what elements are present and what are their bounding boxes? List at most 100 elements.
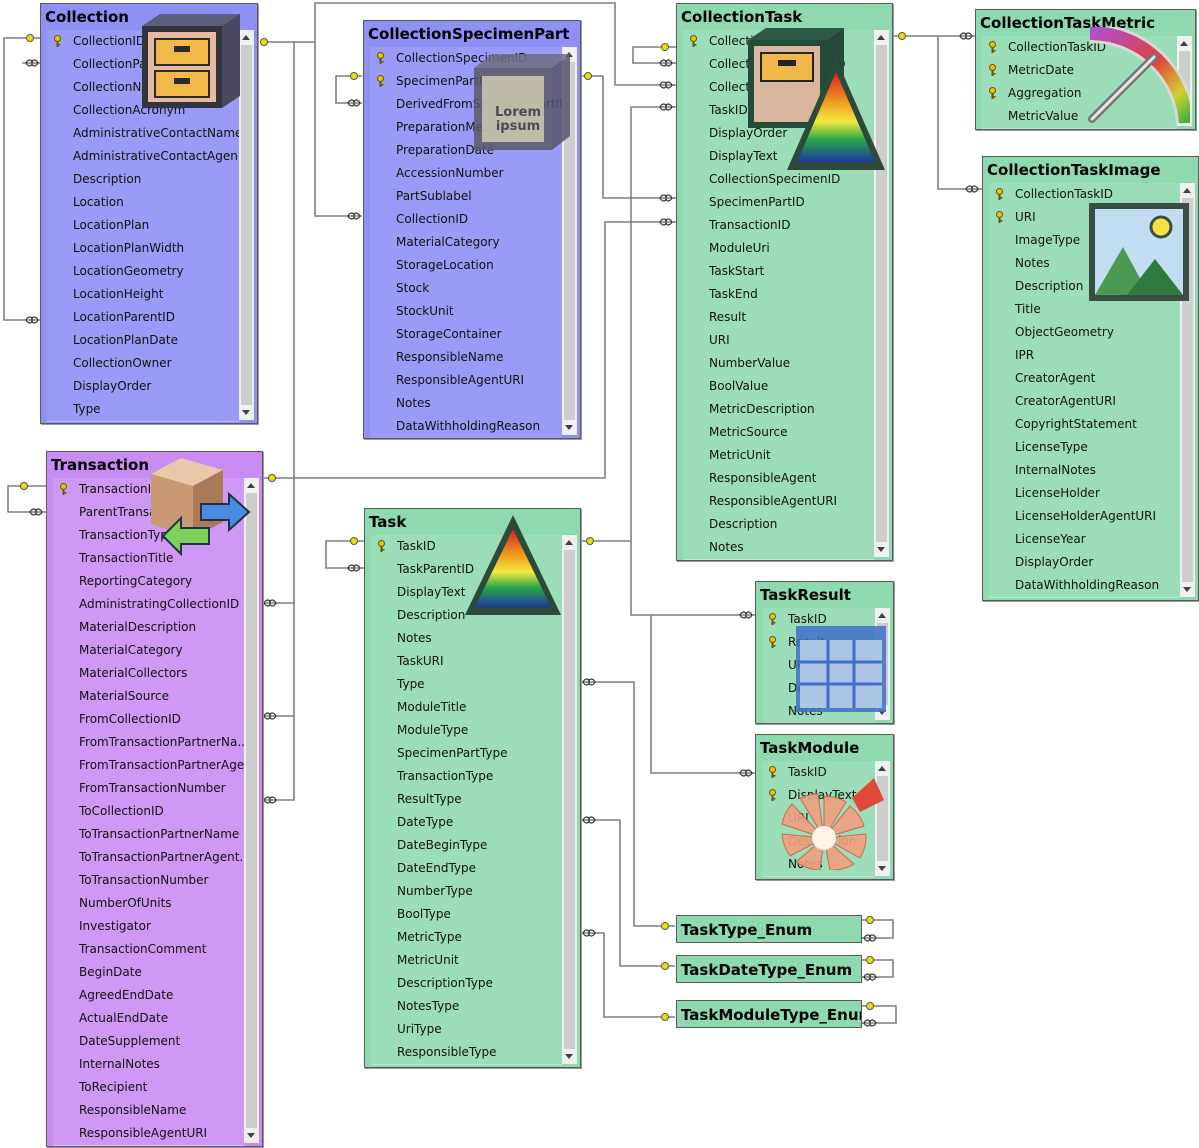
column-row[interactable]: ResponsibleType	[371, 1041, 562, 1065]
column-row[interactable]: Stock	[370, 277, 562, 301]
column-row[interactable]: TaskStart	[683, 260, 874, 284]
column-row[interactable]: LocationParentID	[47, 306, 239, 330]
column-row[interactable]: LicenseHolderAgentURI	[989, 505, 1180, 529]
column-row[interactable]: MetricDescription	[683, 398, 874, 422]
scroll-up-arrow-icon[interactable]	[1177, 36, 1192, 51]
column-row[interactable]: TransactionID	[683, 214, 874, 238]
column-row[interactable]: DescriptionType	[371, 972, 562, 996]
column-row[interactable]: TaskEnd	[683, 283, 874, 307]
column-row[interactable]: AgreedEndDate	[53, 984, 244, 1008]
scroll-up-arrow-icon[interactable]	[244, 478, 259, 493]
scroll-up-arrow-icon[interactable]	[239, 30, 254, 45]
column-row[interactable]: ToRecipient	[53, 1076, 244, 1100]
column-row[interactable]: Investigator	[53, 915, 244, 939]
scroll-up-arrow-icon[interactable]	[1180, 183, 1195, 198]
scroll-thumb[interactable]	[877, 776, 888, 861]
column-row[interactable]: LicenseYear	[989, 528, 1180, 552]
scroll-down-arrow-icon[interactable]	[1180, 582, 1195, 597]
scroll-up-arrow-icon[interactable]	[562, 535, 577, 550]
table-task-type-enum[interactable]: TaskType_Enum	[676, 915, 862, 943]
scroll-up-arrow-icon[interactable]	[874, 30, 889, 45]
column-row[interactable]: DataWithholdingReason	[989, 574, 1180, 598]
column-row[interactable]: TransactionType	[371, 765, 562, 789]
column-row[interactable]: DataWithholdingReason	[370, 415, 562, 438]
column-row[interactable]: DateBeginType	[371, 834, 562, 858]
column-row[interactable]: ToTransactionNumber	[53, 869, 244, 893]
scroll-thumb[interactable]	[564, 550, 575, 1049]
table-task-module-type-enum[interactable]: TaskModuleType_Enum	[676, 1000, 862, 1028]
column-row[interactable]: MetricUnit	[371, 949, 562, 973]
column-row[interactable]: MaterialDescription	[53, 616, 244, 640]
column-row[interactable]: NumberValue	[683, 352, 874, 376]
column-row[interactable]: FromTransactionPartnerNa...	[53, 731, 244, 755]
scroll-down-arrow-icon[interactable]	[562, 420, 577, 435]
column-row[interactable]: ObjectGeometry	[989, 321, 1180, 345]
column-row[interactable]: MetricUnit	[683, 444, 874, 468]
scroll-down-arrow-icon[interactable]	[244, 1128, 259, 1143]
column-row[interactable]: LocationPlan	[47, 214, 239, 238]
column-row[interactable]: ModuleUri	[683, 237, 874, 261]
column-row[interactable]: BeginDate	[53, 961, 244, 985]
vertical-scrollbar[interactable]	[239, 30, 254, 420]
table-collection-task[interactable]: CollectionTaskCollectionTaskIDCollection…	[676, 3, 893, 561]
scroll-down-arrow-icon[interactable]	[562, 1049, 577, 1064]
scroll-down-arrow-icon[interactable]	[875, 861, 890, 876]
scroll-up-arrow-icon[interactable]	[875, 608, 890, 623]
column-row[interactable]: CopyrightStatement	[989, 413, 1180, 437]
vertical-scrollbar[interactable]	[244, 478, 259, 1143]
column-row[interactable]: InternalNotes	[989, 459, 1180, 483]
column-row[interactable]: ModuleTitle	[371, 696, 562, 720]
column-row[interactable]: NumberType	[371, 880, 562, 904]
column-row[interactable]: Description	[371, 604, 562, 628]
column-row[interactable]: FromTransactionNumber	[53, 777, 244, 801]
scroll-thumb[interactable]	[241, 45, 252, 405]
column-row[interactable]: LocationHeight	[47, 283, 239, 307]
column-row[interactable]: FromTransactionPartnerAge...	[53, 754, 244, 778]
table-task-module[interactable]: TaskModuleTaskIDDisplayTextURIDescriptio…	[755, 734, 894, 880]
scroll-thumb[interactable]	[564, 62, 575, 420]
column-row[interactable]: StorageLocation	[370, 254, 562, 278]
column-row[interactable]: ResponsibleName	[53, 1099, 244, 1123]
vertical-scrollbar[interactable]	[562, 535, 577, 1064]
column-row[interactable]: MaterialSource	[53, 685, 244, 709]
column-row[interactable]: StorageContainer	[370, 323, 562, 347]
column-row[interactable]: CreatorAgent	[989, 367, 1180, 391]
column-row[interactable]: DateEndType	[371, 857, 562, 881]
column-row[interactable]: URI	[683, 329, 874, 353]
column-row[interactable]: LicenseType	[989, 436, 1180, 460]
column-row[interactable]: FromCollectionID	[53, 708, 244, 732]
column-row[interactable]: DisplayOrder	[989, 551, 1180, 575]
column-row[interactable]: AdministrativeContactName	[47, 122, 239, 146]
column-row[interactable]: Result	[683, 306, 874, 330]
column-row[interactable]: PartSublabel	[370, 185, 562, 209]
column-row[interactable]: ToTransactionPartnerAgent...	[53, 846, 244, 870]
column-row[interactable]: SpecimenPartType	[371, 742, 562, 766]
column-row[interactable]: AdministratingCollectionID	[53, 593, 244, 617]
column-row[interactable]: MaterialCategory	[370, 231, 562, 255]
column-row[interactable]: Type	[371, 673, 562, 697]
column-row[interactable]: AdministrativeContactAgen...	[47, 145, 239, 169]
column-row[interactable]: ModuleType	[371, 719, 562, 743]
scroll-thumb[interactable]	[246, 493, 257, 1128]
column-row[interactable]: Aggregation	[982, 82, 1177, 106]
table-task-date-type-enum[interactable]: TaskDateType_Enum	[676, 955, 862, 983]
column-row[interactable]: ToCollectionID	[53, 800, 244, 824]
column-row[interactable]: ResponsibleAgentURI	[53, 1122, 244, 1146]
column-row[interactable]: PreparationDate	[370, 139, 562, 163]
column-row[interactable]: BoolValue	[683, 375, 874, 399]
column-row[interactable]: ResponsibleAgent	[683, 467, 874, 491]
column-row[interactable]: MetricSource	[683, 421, 874, 445]
column-row[interactable]: UriType	[371, 1018, 562, 1042]
scroll-up-arrow-icon[interactable]	[875, 761, 890, 776]
column-row[interactable]: InternalNotes	[53, 1053, 244, 1077]
column-row[interactable]: ResultType	[371, 788, 562, 812]
column-row[interactable]: DateSupplement	[53, 1030, 244, 1054]
column-row[interactable]: Notes	[683, 536, 874, 560]
column-row[interactable]: MaterialCategory	[53, 639, 244, 663]
column-row[interactable]: CollectionOwner	[47, 352, 239, 376]
column-row[interactable]: AccessionNumber	[370, 162, 562, 186]
column-row[interactable]: StockUnit	[370, 300, 562, 324]
column-row[interactable]: DisplayOrder	[47, 375, 239, 399]
column-row[interactable]: Description	[683, 513, 874, 537]
